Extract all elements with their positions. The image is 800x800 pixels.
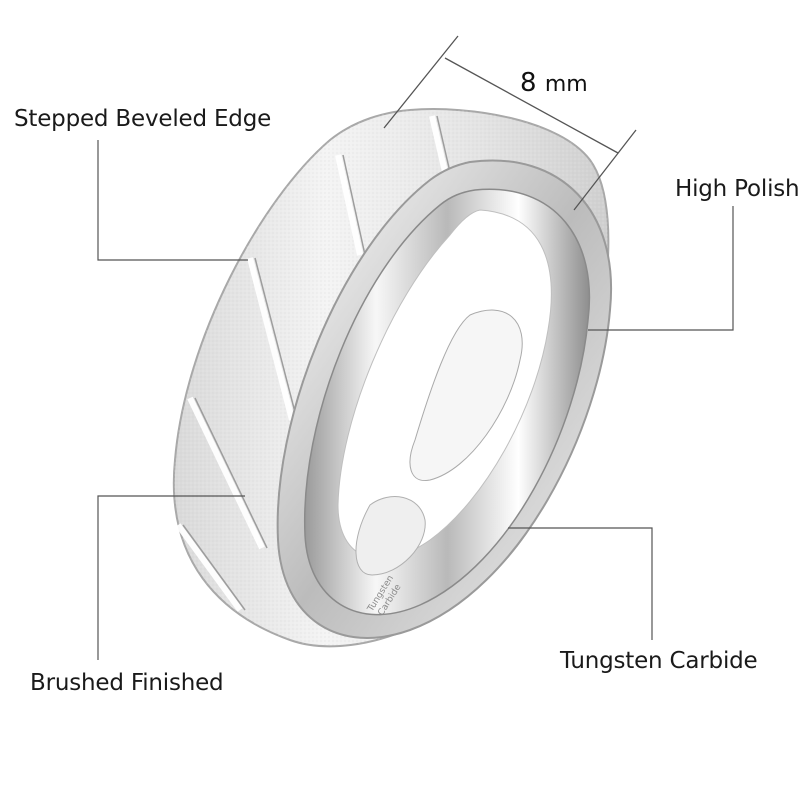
width-dimension-lines [383,35,637,211]
leader-high-polish [588,206,734,331]
callout-tungsten-carbide: Tungsten Carbide [560,648,758,674]
leader-brushed-finished [97,495,245,660]
callout-stepped-beveled-edge: Stepped Beveled Edge [14,106,272,132]
dimension-unit: mm [544,72,588,97]
leader-stepped-beveled-edge [97,140,248,261]
callout-brushed-finished: Brushed Finished [30,670,224,696]
dimension-label: 8 mm [520,68,588,98]
callout-high-polish: High Polish [675,176,800,202]
leader-tungsten-carbide [508,527,653,640]
callout-leader-lines [97,140,734,660]
dimension-value: 8 [520,68,537,98]
